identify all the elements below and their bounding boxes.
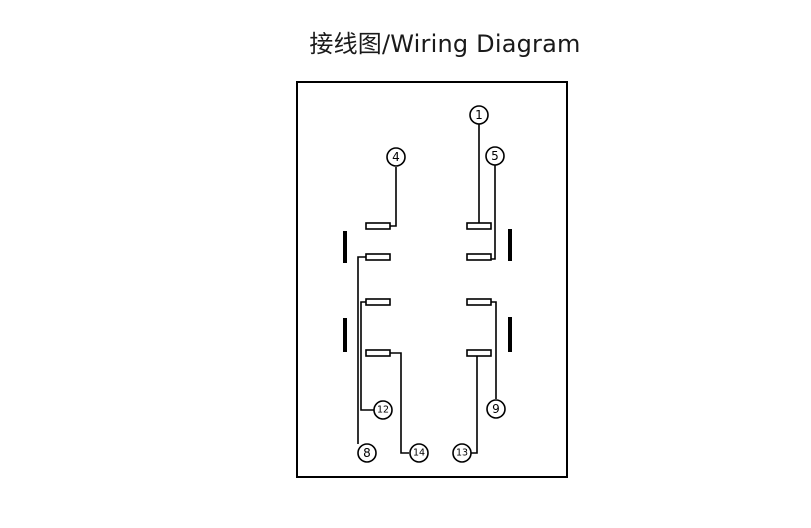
contact-right-1 <box>466 222 492 230</box>
wire-pin-9 <box>491 301 497 399</box>
pin-8-circle <box>357 443 377 463</box>
pin-12-circle <box>373 400 393 420</box>
armatures <box>343 229 512 352</box>
pin-8-label: 8 <box>363 446 371 460</box>
pin-9-circle <box>486 399 506 419</box>
pin-1-label: 1 <box>475 108 483 122</box>
pin-5-label: 5 <box>491 149 499 163</box>
contact-left-1 <box>365 222 391 230</box>
wire-pin-12 <box>360 301 374 411</box>
contact-right-4 <box>466 349 492 357</box>
pin-13-circle <box>452 443 472 463</box>
contact-left-2 <box>365 253 391 261</box>
contact-left-4 <box>365 349 391 357</box>
contact-left-3 <box>365 298 391 306</box>
contacts <box>365 222 492 357</box>
wire-pin-8 <box>357 256 366 444</box>
pin-1-circle <box>469 105 489 125</box>
wire-pin-14 <box>390 352 409 454</box>
pin-labels: 1 4 5 12 9 8 14 13 <box>363 108 500 460</box>
contact-right-3 <box>466 298 492 306</box>
pin-14-circle <box>409 443 429 463</box>
relay-frame <box>296 81 568 478</box>
wire-pin-5 <box>491 165 496 260</box>
diagram-title: 接线图/Wiring Diagram <box>309 30 581 58</box>
pin-14-label: 14 <box>413 448 425 459</box>
pin-4-circle <box>386 147 406 167</box>
pin-4-label: 4 <box>392 150 400 164</box>
pin-12-label: 12 <box>377 405 389 416</box>
wire-pin-4 <box>390 167 397 227</box>
pin-5-circle <box>485 146 505 166</box>
pin-circles <box>357 105 506 463</box>
wire-pin-1 <box>467 124 480 227</box>
wire-pin-13 <box>471 352 491 454</box>
pin-13-label: 13 <box>456 448 468 459</box>
pin-9-label: 9 <box>492 402 500 416</box>
contact-right-2 <box>466 253 492 261</box>
